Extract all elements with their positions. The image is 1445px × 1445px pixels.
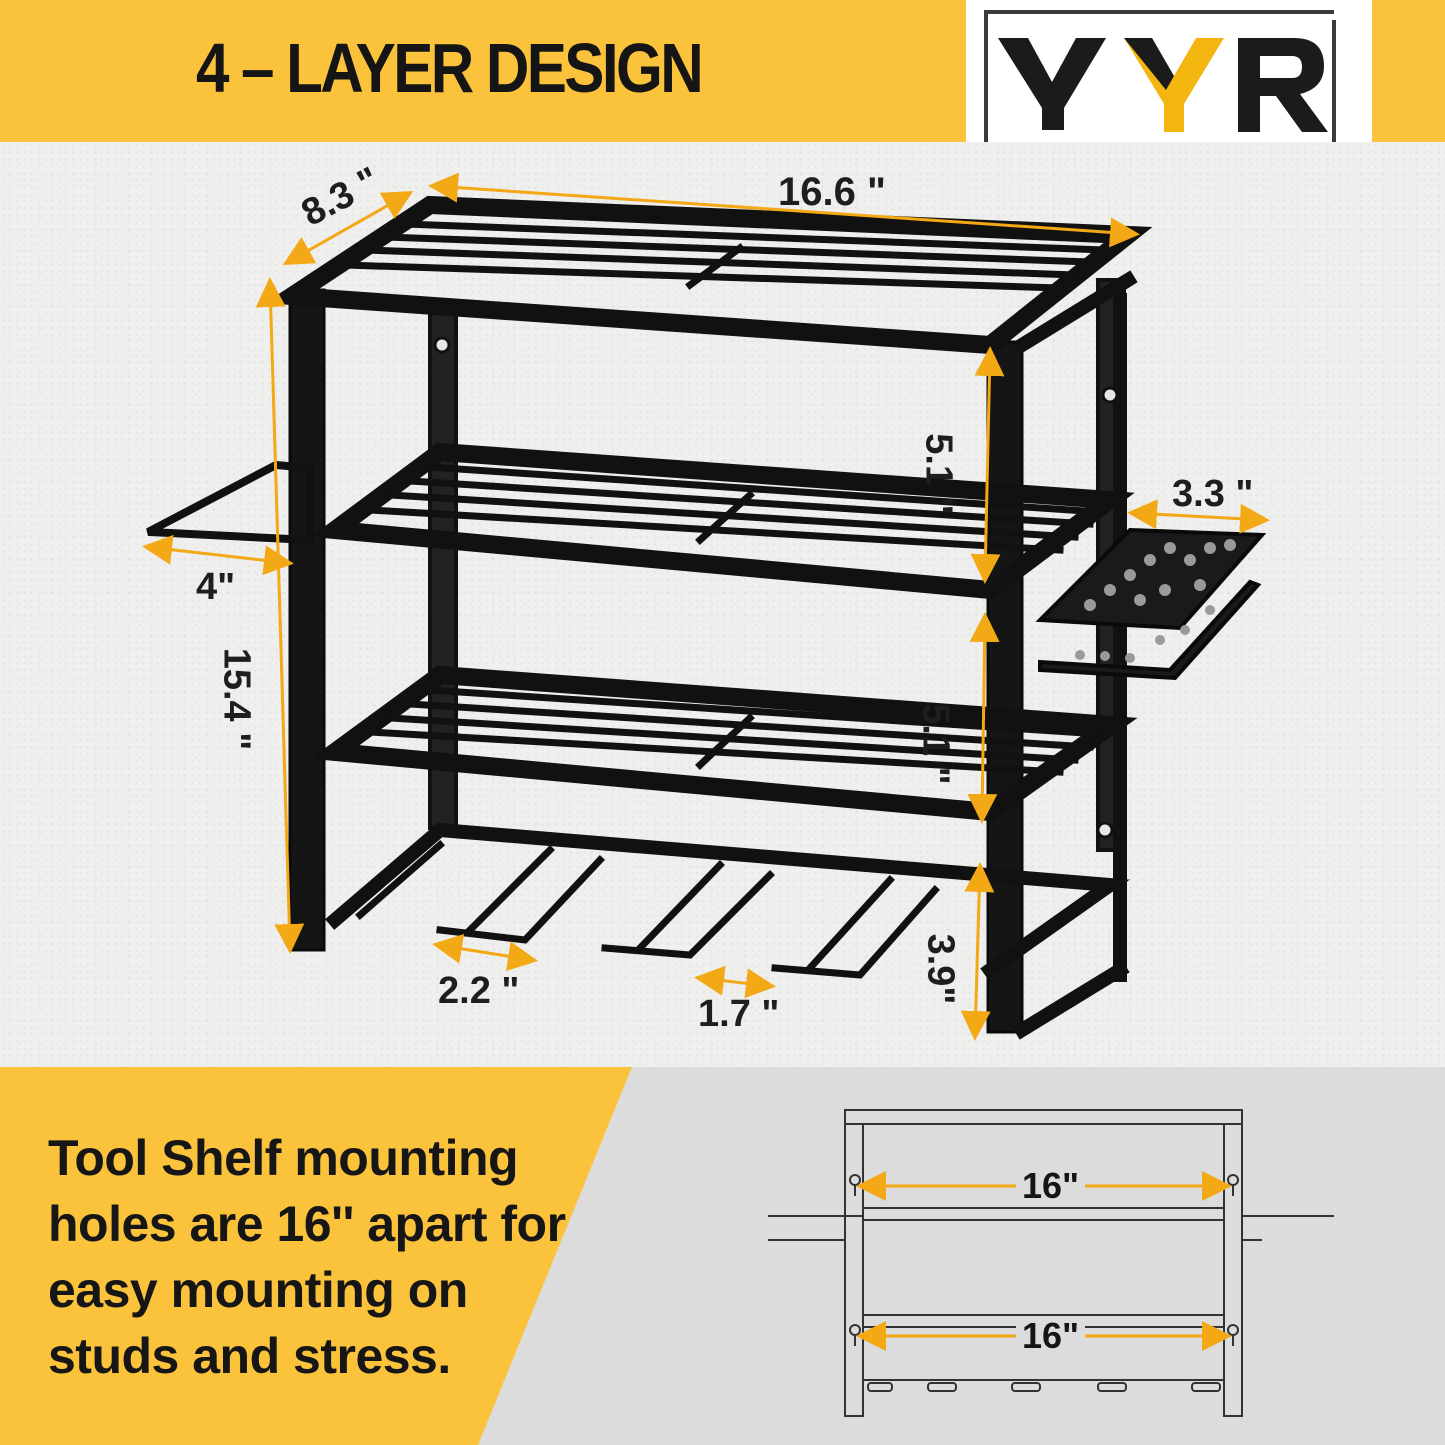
mounting-description: Tool Shelf mounting holes are 16'' apart… — [48, 1130, 566, 1384]
dim-width: 16.6 " — [778, 170, 886, 214]
page-title: 4 – LAYER DESIGN — [196, 29, 704, 107]
dim-side-tray: 3.3 " — [1172, 473, 1254, 515]
mounting-spacing-lower: 16" — [1016, 1318, 1086, 1354]
dim-side-hanger: 4" — [196, 566, 236, 608]
brand-logo — [966, 0, 1372, 158]
logo-lettering — [984, 10, 1336, 150]
dimension-lines — [142, 172, 1270, 1041]
mounting-diagram-panel — [478, 1067, 1445, 1445]
dim-slot-gap: 1.7 " — [698, 993, 780, 1035]
product-photo-area — [0, 142, 1445, 1067]
dim-slot-width: 2.2 " — [438, 970, 520, 1012]
mounting-spacing-upper: 16" — [1016, 1168, 1086, 1204]
